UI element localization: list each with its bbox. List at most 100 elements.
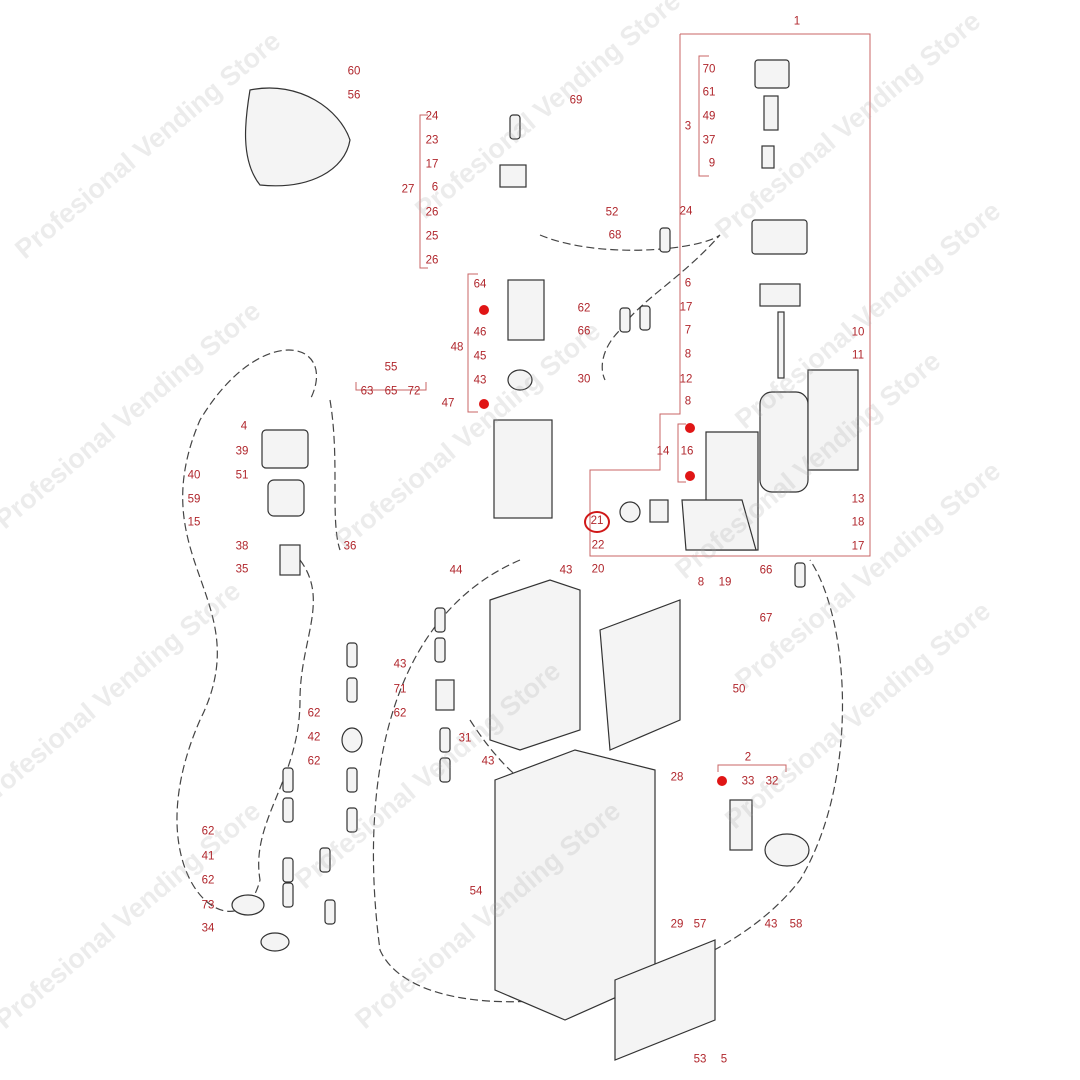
part-callout: 28 <box>670 771 684 784</box>
part-callout: 62 <box>201 874 215 887</box>
tube-segment <box>282 797 294 823</box>
part-callout: 62 <box>307 755 321 768</box>
part-callout: 43 <box>393 658 407 671</box>
part-callout: 52 <box>605 206 619 219</box>
part-callout: 24 <box>425 110 439 123</box>
part-callout: 43 <box>481 755 495 768</box>
part-callout: 32 <box>765 775 779 788</box>
part-callout: 71 <box>393 683 407 696</box>
part-callout: 57 <box>693 918 707 931</box>
part-callout: 62 <box>577 302 591 315</box>
part-callout: 51 <box>235 469 249 482</box>
bracket-14 <box>677 423 686 483</box>
part-callout: 17 <box>851 540 865 553</box>
part-callout: 44 <box>449 564 463 577</box>
tube-segment <box>439 727 451 753</box>
part-callout: 13 <box>851 493 865 506</box>
tube-segment <box>319 847 331 873</box>
part-callout: 66 <box>759 564 773 577</box>
part-callout: 10 <box>851 326 865 339</box>
pump-fitting <box>279 544 301 576</box>
part-callout: 66 <box>577 325 591 338</box>
cap <box>231 894 265 916</box>
part-callout: 41 <box>201 850 215 863</box>
filter <box>341 727 363 753</box>
tube-segment <box>619 307 631 333</box>
tube <box>777 311 785 379</box>
part-callout: 33 <box>741 775 755 788</box>
part-callout: 72 <box>407 385 421 398</box>
part-callout: 60 <box>347 65 361 78</box>
part-callout: 6 <box>431 181 439 194</box>
part-callout: 65 <box>384 385 398 398</box>
tube-segment <box>346 642 358 668</box>
part-callout: 67 <box>759 612 773 625</box>
tube-segment <box>434 607 446 633</box>
part-callout: 43 <box>559 564 573 577</box>
part-callout: 8 <box>684 395 692 408</box>
fitting <box>761 145 775 169</box>
part-callout: 1 <box>793 15 801 28</box>
part-callout: 11 <box>852 349 864 362</box>
bracket-27 <box>419 114 428 269</box>
part-callout: 62 <box>393 707 407 720</box>
tube-segment <box>794 562 806 588</box>
part-callout: 53 <box>693 1053 707 1066</box>
part-callout: 17 <box>679 301 693 314</box>
valve-solenoid <box>499 164 527 188</box>
part-callout: 8 <box>697 576 705 589</box>
bracket-48 <box>467 273 478 413</box>
part-callout: 24 <box>679 205 693 218</box>
thermostat <box>619 501 641 523</box>
part-callout: 4 <box>240 420 248 433</box>
part-callout: 35 <box>235 563 249 576</box>
float-holder <box>507 279 545 341</box>
part-callout: 62 <box>201 825 215 838</box>
part-callout: 34 <box>201 922 215 935</box>
part-callout: 56 <box>347 89 361 102</box>
part-callout: 16 <box>680 445 694 458</box>
part-callout: 26 <box>425 206 439 219</box>
part-callout: 12 <box>679 373 693 386</box>
part-callout: 54 <box>469 885 483 898</box>
part-callout: 69 <box>569 94 583 107</box>
part-callout: 2 <box>744 751 752 764</box>
part-callout: 42 <box>307 731 321 744</box>
part-callout: 46 <box>473 326 487 339</box>
hose-line <box>176 349 317 912</box>
solenoid-coil <box>754 59 790 89</box>
tube-segment <box>434 637 446 663</box>
part-callout: 47 <box>441 397 455 410</box>
cabinet-upper <box>489 579 581 751</box>
hose-line <box>329 399 341 551</box>
part-callout: 5 <box>720 1053 728 1066</box>
bracket-3 <box>698 55 709 177</box>
tube-segment <box>324 899 336 925</box>
part-callout: 20 <box>591 563 605 576</box>
part-callout: 23 <box>425 134 439 147</box>
front-panel <box>614 939 716 1061</box>
bracket-2 <box>717 764 787 772</box>
wiring-harness <box>244 87 351 187</box>
part-callout: 22 <box>591 539 605 552</box>
part-callout: 14 <box>656 445 670 458</box>
gasket <box>649 499 669 523</box>
part-callout: 62 <box>307 707 321 720</box>
part-callout-circled: 21 <box>584 511 610 533</box>
part-callout: 19 <box>718 576 732 589</box>
part-callout: 8 <box>684 348 692 361</box>
part-callout: 64 <box>473 278 487 291</box>
part-callout: 45 <box>473 350 487 363</box>
tube-segment <box>282 767 294 793</box>
part-callout: 59 <box>187 493 201 506</box>
part-callout: 9 <box>708 157 716 170</box>
part-callout: 61 <box>702 86 716 99</box>
tube-segment <box>509 114 521 140</box>
heat-shield <box>681 499 757 551</box>
pump-cover <box>261 429 309 469</box>
part-callout: 37 <box>702 134 716 147</box>
pump <box>267 479 305 517</box>
tube-segment <box>346 807 358 833</box>
boiler-insulation <box>807 369 859 471</box>
